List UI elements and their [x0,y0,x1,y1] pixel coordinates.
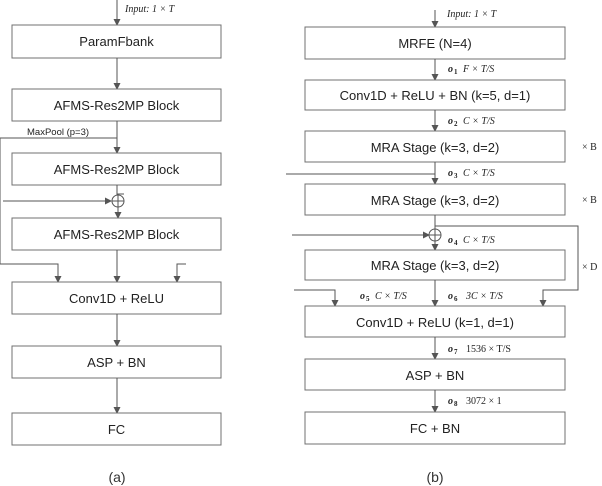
b-o2-annotation: o 2 C × T/S [448,116,495,128]
svg-text:o: o [360,291,365,302]
a-input-label: Input: 1 × T [124,4,176,15]
svg-text:3072 × 1: 3072 × 1 [466,396,502,407]
b-asp-bn-block: ASP + BN [406,368,465,383]
a-conv1d-block: Conv1D + ReLU [69,291,164,306]
svg-text:C × T/S: C × T/S [375,291,407,302]
b-o7-annotation: o 7 1536 × T/S [448,344,511,356]
svg-text:o: o [448,344,453,355]
svg-text:C × T/S: C × T/S [463,235,495,246]
svg-text:6: 6 [454,295,458,303]
svg-text:1536 × T/S: 1536 × T/S [466,344,511,355]
diagram-b: Input: 1 × T MRFE (N=4) o 1 F × T/S Conv… [286,9,597,485]
b-input-label: Input: 1 × T [446,9,498,20]
b-mra-stage-3: MRA Stage (k=3, d=2) [371,258,500,273]
svg-text:o: o [448,116,453,127]
svg-text:o: o [448,291,453,302]
b-o6-annotation: o 6 3C × T/S [448,291,503,303]
svg-text:o: o [448,235,453,246]
svg-text:3: 3 [454,172,458,180]
svg-text:o: o [448,64,453,75]
b-o8-annotation: o 8 3072 × 1 [448,396,502,408]
svg-text:o: o [448,168,453,179]
b-caption: (b) [426,469,443,485]
svg-text:1: 1 [454,68,458,76]
svg-text:o: o [448,396,453,407]
svg-text:C × T/S: C × T/S [463,116,495,127]
b-mrfe-block: MRFE (N=4) [398,36,471,51]
a-maxpool-label: MaxPool (p=3) [27,127,89,138]
a-fc-block: FC [108,422,125,437]
b-fc-bn-block: FC + BN [410,421,460,436]
svg-text:3C × T/S: 3C × T/S [465,291,503,302]
b-conv1d-bn-block: Conv1D + ReLU + BN (k=5, d=1) [340,88,531,103]
a-afms-block-3: AFMS-Res2MP Block [54,227,180,242]
b-o5-annotation: o 5 C × T/S [360,291,407,303]
b-repeat-3: × D [582,262,597,273]
svg-text:8: 8 [454,400,458,408]
b-repeat-2: × B [582,195,597,206]
b-mra-stage-1: MRA Stage (k=3, d=2) [371,140,500,155]
a-paramfbank-block: ParamFbank [79,34,154,49]
diagram-a: Input: 1 × T ParamFbank AFMS-Res2MP Bloc… [0,0,222,485]
svg-text:F × T/S: F × T/S [462,64,494,75]
b-o1-annotation: o 1 F × T/S [448,64,494,76]
a-caption: (a) [108,469,125,485]
a-afms-block-1: AFMS-Res2MP Block [54,98,180,113]
b-conv1d-relu-block: Conv1D + ReLU (k=1, d=1) [356,315,514,330]
svg-text:5: 5 [366,295,370,303]
svg-text:2: 2 [454,120,458,128]
b-repeat-1: × B [582,142,597,153]
a-asp-bn-block: ASP + BN [87,355,146,370]
svg-text:4: 4 [454,239,458,247]
b-o3-annotation: o 3 C × T/S [448,168,495,180]
svg-text:7: 7 [454,348,458,356]
a-afms-block-2: AFMS-Res2MP Block [54,162,180,177]
b-mra-stage-2: MRA Stage (k=3, d=2) [371,193,500,208]
svg-text:C × T/S: C × T/S [463,168,495,179]
b-o4-annotation: o 4 C × T/S [448,235,495,247]
